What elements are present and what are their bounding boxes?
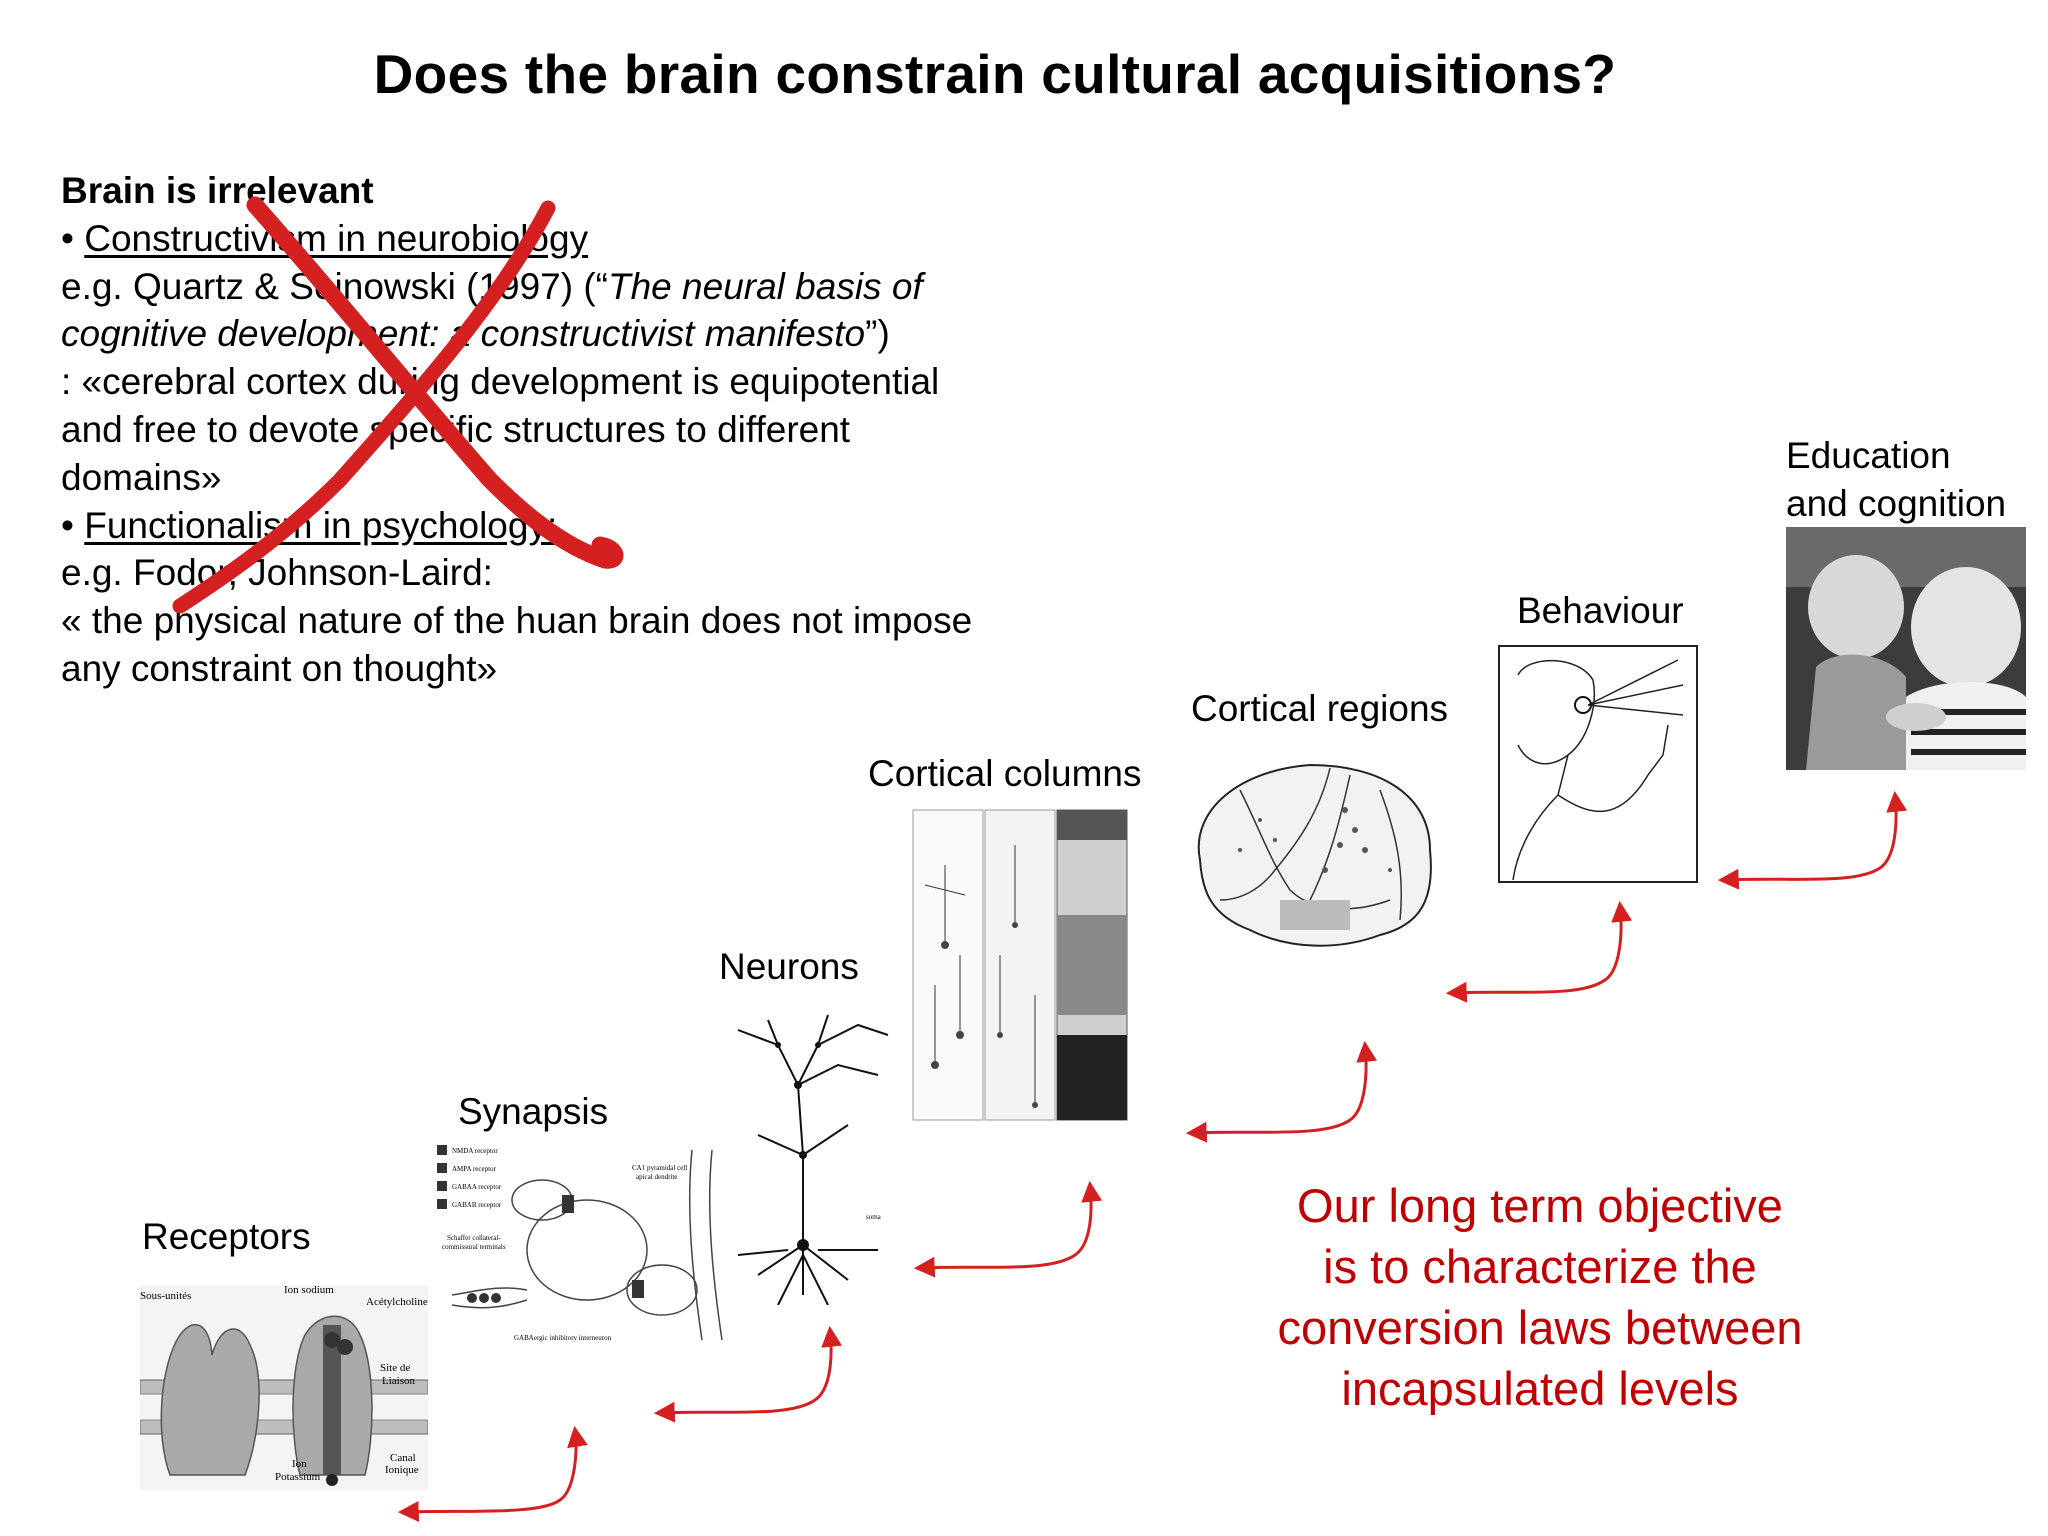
level-label-receptors: Receptors	[142, 1216, 311, 1257]
receptor-label-potassium: Potassium	[275, 1471, 321, 1483]
level-label-neurons: Neurons	[719, 946, 859, 987]
level-label-columns: Cortical columns	[868, 753, 1142, 794]
level-label-regions: Cortical regions	[1191, 688, 1449, 729]
synapse-label-schaffer: Schaffer collateral-	[447, 1234, 501, 1242]
neuron-label-soma: soma	[866, 1213, 882, 1221]
level-label-behaviour: Behaviour	[1517, 590, 1684, 631]
synapse-illustration: NMDA receptor AMPA receptor GABAA recept…	[437, 1145, 723, 1342]
bullet-mark: •	[61, 504, 74, 546]
objective-statement: Our long term objective is to characteri…	[1205, 1175, 1875, 1419]
education-photo	[1786, 527, 2026, 770]
page-title: Does the brain constrain cultural acquis…	[373, 43, 1617, 105]
behaviour-illustration	[1498, 645, 1698, 883]
double-headed-arrow-icon	[397, 1425, 588, 1523]
double-headed-arrow-icon	[653, 1325, 843, 1423]
receptor-label-ion: Ion	[292, 1458, 307, 1470]
objective-line: incapsulated levels	[1341, 1362, 1739, 1415]
double-headed-arrow-icon	[1185, 1040, 1378, 1143]
synapse-label-ampa: AMPA receptor	[452, 1165, 497, 1173]
quote-line: any constraint on thought»	[61, 647, 498, 689]
receptor-label-subunits: Sous-unités	[140, 1290, 191, 1302]
reference-suffix: ”)	[865, 313, 890, 355]
neuron-illustration: soma	[737, 1014, 889, 1305]
receptor-label-acetylcholine: Acétylcholine	[366, 1296, 428, 1308]
receptor-illustration: Sous-unités Ion sodium Acétylcholine Sit…	[140, 1285, 428, 1490]
receptor-label-site: Site de	[380, 1362, 410, 1374]
section-heading: Brain is irrelevant	[61, 170, 374, 211]
synapse-label-commissural: commissural terminals	[442, 1243, 506, 1251]
bullet-mark: •	[61, 217, 74, 259]
level-label-cognition: and cognition	[1786, 483, 2007, 524]
synapse-label-gabaa: GABAA receptor	[452, 1183, 502, 1191]
objective-line: is to characterize the	[1323, 1240, 1757, 1293]
functionalism-title: Functionalism in psychology:	[84, 504, 558, 546]
double-headed-arrow-icon	[1717, 790, 1908, 890]
bullet-functionalism: • Functionalism in psychology:	[61, 502, 1161, 550]
synapse-label-gabab: GABAB receptor	[452, 1201, 502, 1209]
receptor-label-liaison: Liaison	[382, 1375, 415, 1387]
receptor-label-sodium: Ion sodium	[284, 1285, 334, 1296]
level-label-education: Education	[1786, 435, 1951, 476]
constructivism-title: Constructivism in neurobiology	[84, 217, 589, 259]
objective-line: Our long term objective	[1297, 1179, 1783, 1232]
bullet-constructivism: • Constructivism in neurobiology	[61, 215, 1161, 263]
fodor-reference: e.g. Fodor, Johnson-Laird:	[61, 552, 493, 594]
synapse-label-ca1: CA1 pyramidal cell	[632, 1164, 687, 1172]
objective-line: conversion laws between	[1277, 1301, 1803, 1354]
quote-line: domains»	[61, 456, 222, 498]
double-headed-arrow-icon	[1445, 900, 1633, 1003]
double-headed-arrow-icon	[913, 1180, 1103, 1278]
cortical-regions-illustration	[1197, 763, 1432, 947]
cortical-columns-illustration	[912, 809, 1128, 1121]
quote-line: : «cerebral cortex during development is…	[61, 361, 940, 403]
synapse-label-dendrite: apical dendrite	[636, 1173, 677, 1181]
synapse-label-interneuron: GABAergic inhibitory interneuron	[514, 1334, 612, 1342]
synapse-label-nmda: NMDA receptor	[452, 1147, 498, 1155]
book-title-part1: The neural basis of	[608, 265, 923, 307]
level-label-synapsis: Synapsis	[458, 1091, 609, 1132]
quote-line: « the physical nature of the huan brain …	[61, 600, 973, 642]
